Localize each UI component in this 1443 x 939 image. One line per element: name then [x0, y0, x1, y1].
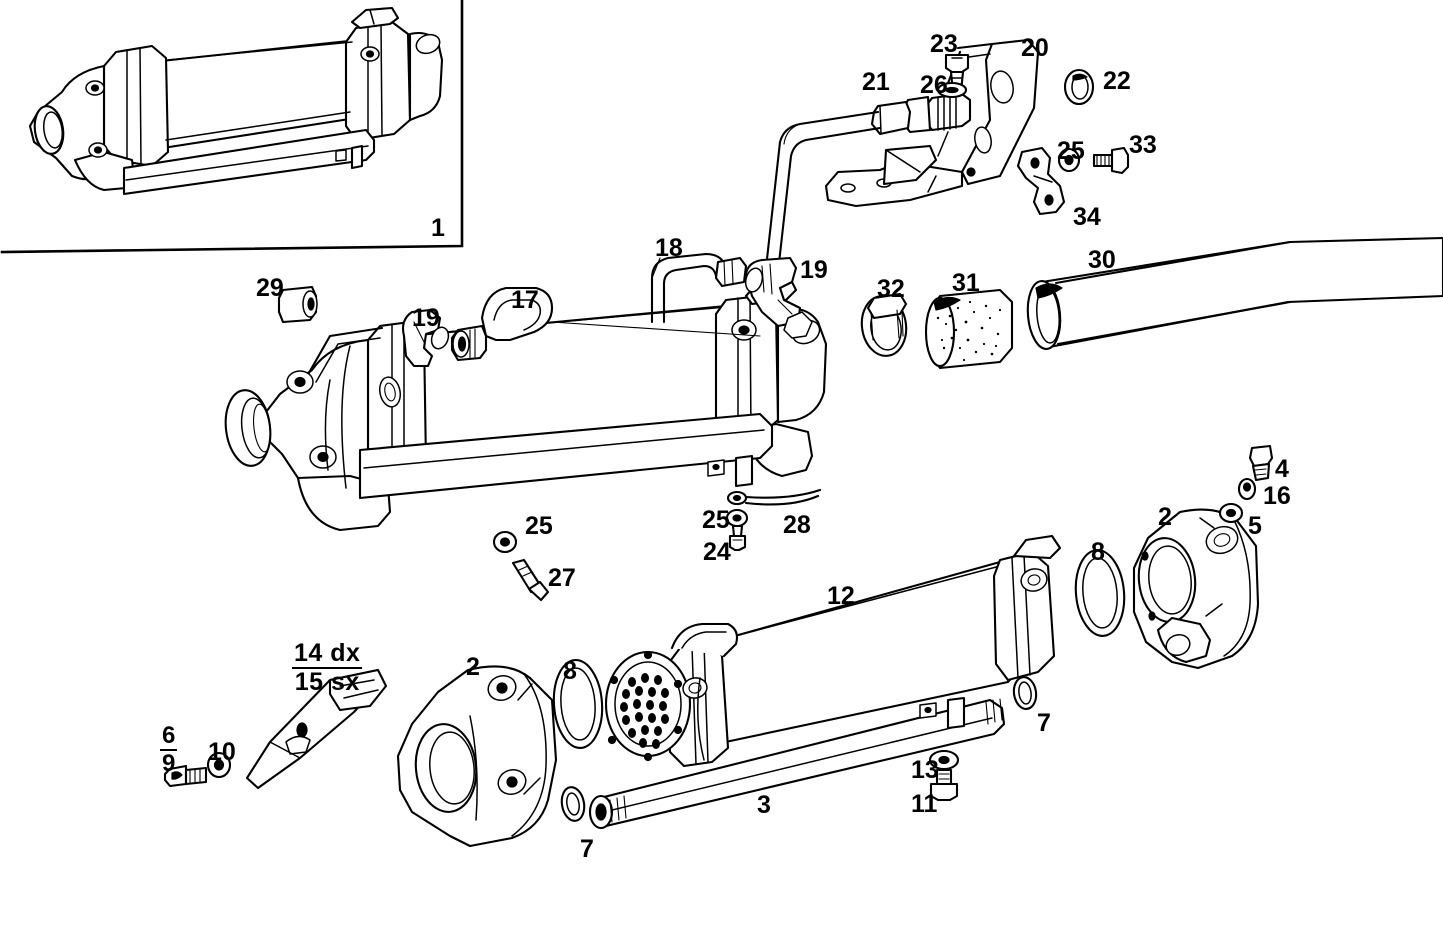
inset-assembled-cooler: [28, 6, 444, 196]
callout-12: 12: [827, 582, 855, 610]
bolt-27: [511, 558, 550, 602]
washer-10: [206, 751, 232, 779]
callout-23: 23: [930, 30, 958, 58]
callout-11: 11: [911, 790, 938, 818]
callout-25-top: 25: [1057, 137, 1085, 165]
tube-holes: [620, 673, 669, 749]
inset-frame: [0, 0, 464, 254]
plug-4: [1248, 444, 1274, 482]
hose-loop-17: [450, 286, 761, 362]
union-fitting-21: [764, 92, 972, 274]
bolt-33: [1092, 146, 1130, 175]
ground-strap-28: [726, 488, 822, 506]
callout-27: 27: [548, 564, 576, 592]
callout-28: 28: [783, 511, 811, 539]
callout-6: 6: [160, 722, 178, 751]
cooler-core-assembly: [588, 534, 1062, 830]
bush-29: [277, 285, 318, 324]
callout-16: 16: [1263, 482, 1291, 510]
callout-2-left: 2: [466, 653, 480, 681]
callout-4: 4: [1275, 455, 1289, 483]
callout-22: 22: [1103, 67, 1131, 95]
callout-17: 17: [511, 286, 539, 314]
elbow-fitting-19-right: [744, 256, 813, 339]
callout-8-left: 8: [563, 657, 577, 685]
washer-25-mid-right: [725, 508, 749, 528]
nut-22: [1063, 68, 1095, 106]
o-ring-8-left: [552, 659, 604, 749]
mounting-bracket-assembly: [824, 38, 1040, 208]
callout-19-right: 19: [800, 256, 828, 284]
callout-3: 3: [757, 791, 771, 819]
callout-31: 31: [952, 269, 980, 297]
callout-25-mid-left: 25: [525, 512, 553, 540]
callout-19-left: 19: [412, 304, 440, 332]
pipe-30: [1026, 236, 1443, 350]
washer-25-top: [1057, 147, 1081, 173]
callout-30: 30: [1088, 246, 1116, 274]
callout-7-left: 7: [580, 835, 594, 863]
callout-5: 5: [1248, 512, 1262, 540]
callout-26: 26: [920, 71, 948, 99]
o-ring-7-right: [1012, 676, 1038, 710]
callout-2-right: 2: [1158, 503, 1172, 531]
callout-21: 21: [862, 68, 890, 96]
nut-11: [929, 768, 959, 802]
o-ring-7-left: [560, 786, 586, 822]
pipe-bend-18: [650, 252, 748, 324]
callout-32: 32: [877, 275, 905, 303]
callout-8-right: 8: [1091, 538, 1105, 566]
callout-33: 33: [1129, 131, 1157, 159]
callout-20: 20: [1021, 34, 1049, 62]
end-cover-2-left: [396, 665, 558, 848]
end-cover-2-right: [1132, 508, 1260, 670]
o-ring-8-right: [1074, 549, 1126, 637]
callout-34: 34: [1073, 203, 1101, 231]
support-plate-14dx-15sx: [245, 668, 388, 790]
callout-9: 9: [162, 750, 176, 777]
seal-washer-26: [936, 81, 968, 99]
main-cooler-assembly: [224, 276, 828, 532]
callout-14dx-15sx: 14 dx 15 sx: [292, 639, 363, 696]
callout-18: 18: [655, 234, 683, 262]
callout-13: 13: [911, 756, 939, 784]
hose-clamp-32: [860, 292, 908, 357]
rubber-sleeve-31: [924, 288, 1014, 370]
screw-24: [728, 524, 747, 552]
callout-14dx: 14 dx: [292, 639, 363, 669]
clip-bracket-34: [1016, 146, 1066, 216]
bolt-6-9: [163, 764, 208, 788]
seal-ring-16: [1237, 477, 1257, 501]
callout-24: 24: [703, 538, 731, 566]
callout-1: 1: [431, 214, 445, 242]
callout-7-right: 7: [1037, 709, 1051, 737]
washer-5: [1218, 502, 1244, 524]
callout-25-mid-right: 25: [702, 506, 730, 534]
washer-25-mid-left: [492, 530, 518, 554]
elbow-fitting-19-left: [401, 308, 450, 368]
callout-15sx: 15 sx: [294, 668, 360, 696]
callout-29: 29: [256, 274, 284, 302]
callout-6-9: 6 9: [160, 722, 178, 777]
callout-10: 10: [208, 738, 236, 766]
